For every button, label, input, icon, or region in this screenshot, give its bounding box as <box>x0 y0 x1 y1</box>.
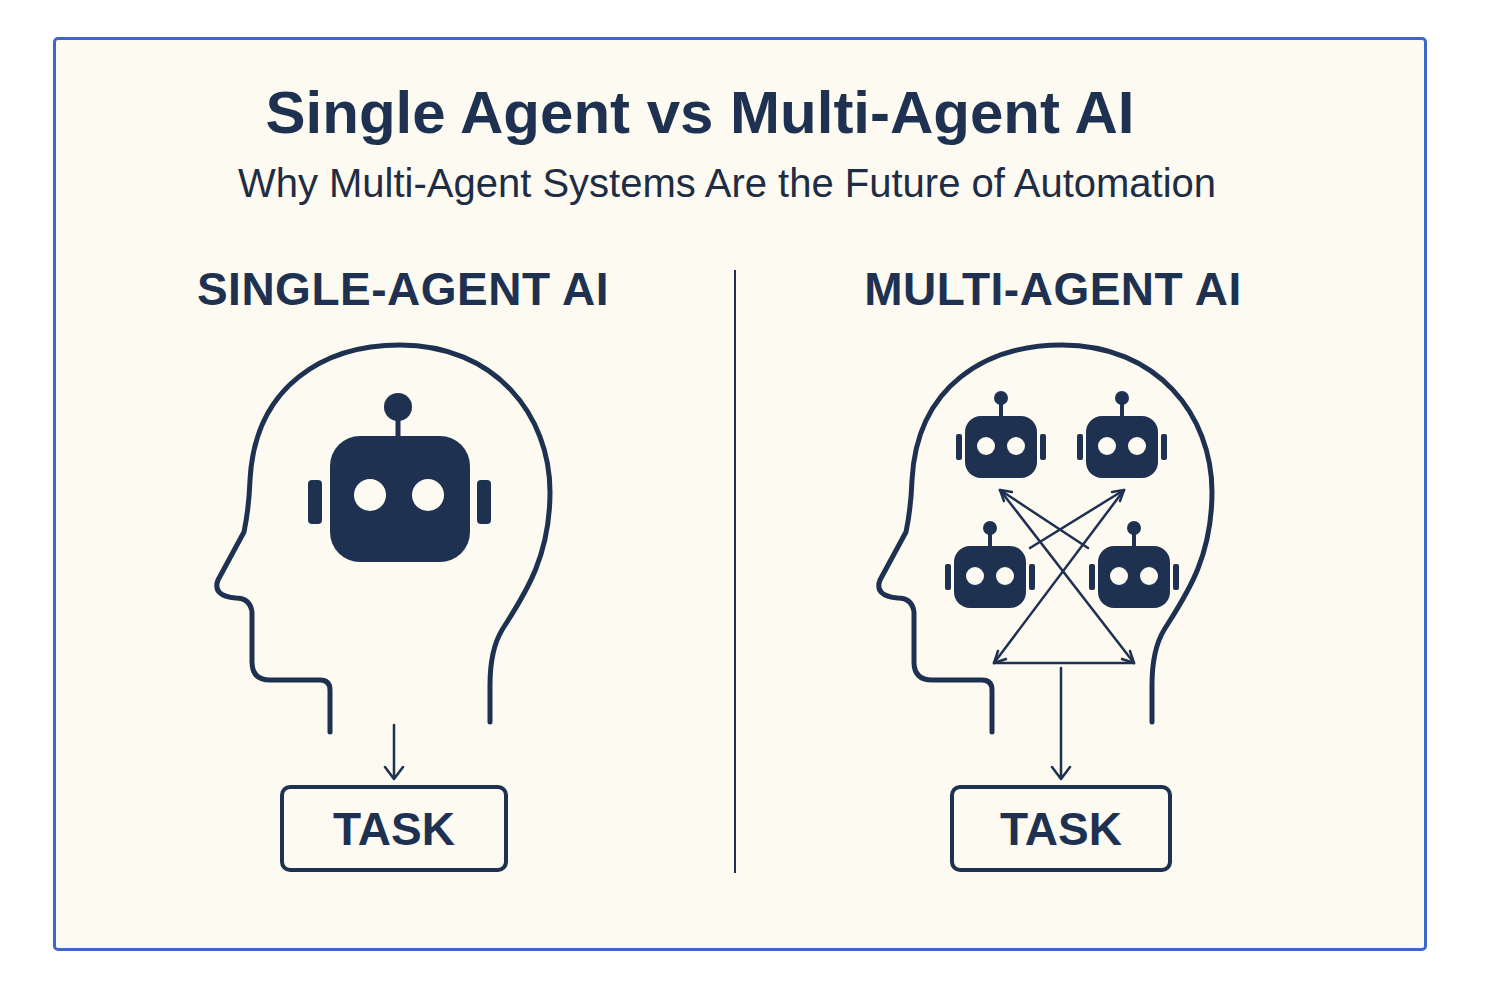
connector-line <box>385 725 403 779</box>
agent-head: MULTI-AGENT AI <box>818 262 1288 668</box>
subtitle: Why Multi-Agent Systems Are the Future o… <box>238 161 1216 206</box>
agent-head: SINGLE-AGENT AI <box>163 262 643 725</box>
connector-arrow <box>1052 668 1070 779</box>
connector-line <box>1052 668 1070 779</box>
section-heading: MULTI-AGENT AI <box>864 262 1242 316</box>
task-box: TASK <box>280 785 508 872</box>
task-box: TASK <box>950 785 1172 872</box>
connector-arrow <box>385 725 403 779</box>
task-label: TASK <box>1000 802 1122 856</box>
task-label: TASK <box>333 802 455 856</box>
diagram-title: Single Agent vs Multi-Agent AI <box>266 78 1135 147</box>
section-heading: SINGLE-AGENT AI <box>197 262 609 316</box>
